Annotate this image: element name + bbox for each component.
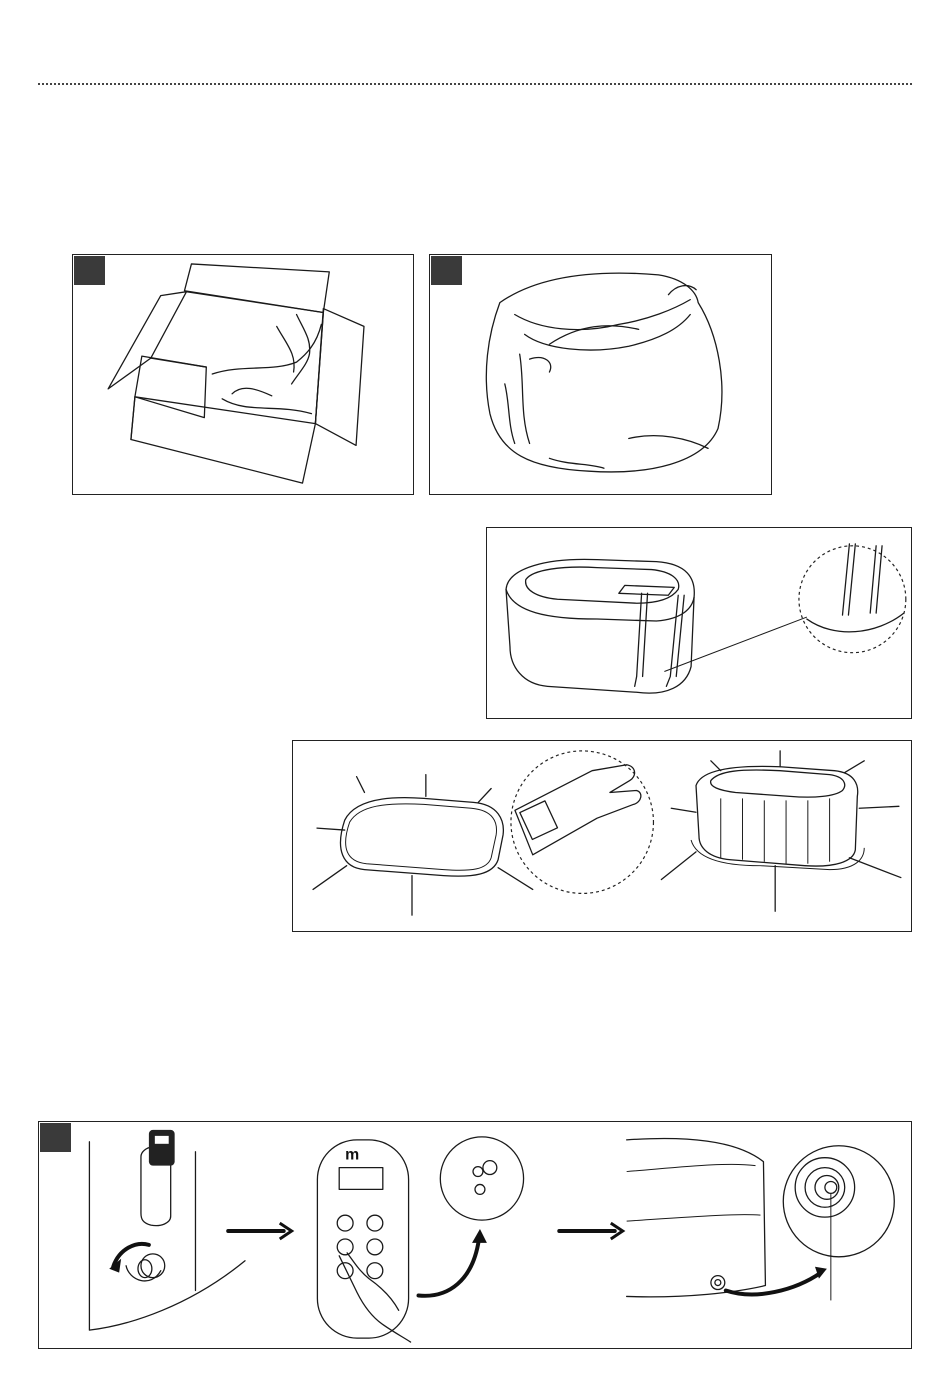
- control-panel-drawing: m: [39, 1122, 911, 1348]
- bag-drawing: [430, 255, 771, 494]
- figure-open-carton: [72, 254, 414, 495]
- figure-ground-sheet: [292, 740, 912, 932]
- figure-spa-straps: [486, 527, 912, 719]
- figure-unwrap-spa: [429, 254, 772, 495]
- carton-drawing: [73, 255, 413, 494]
- ground-sheet-drawing: [293, 741, 911, 931]
- spa-straps-drawing: [487, 528, 911, 718]
- brand-mark: m: [345, 1147, 359, 1164]
- dotted-divider: [38, 83, 912, 85]
- figure-control-panel-steps: m: [38, 1121, 912, 1349]
